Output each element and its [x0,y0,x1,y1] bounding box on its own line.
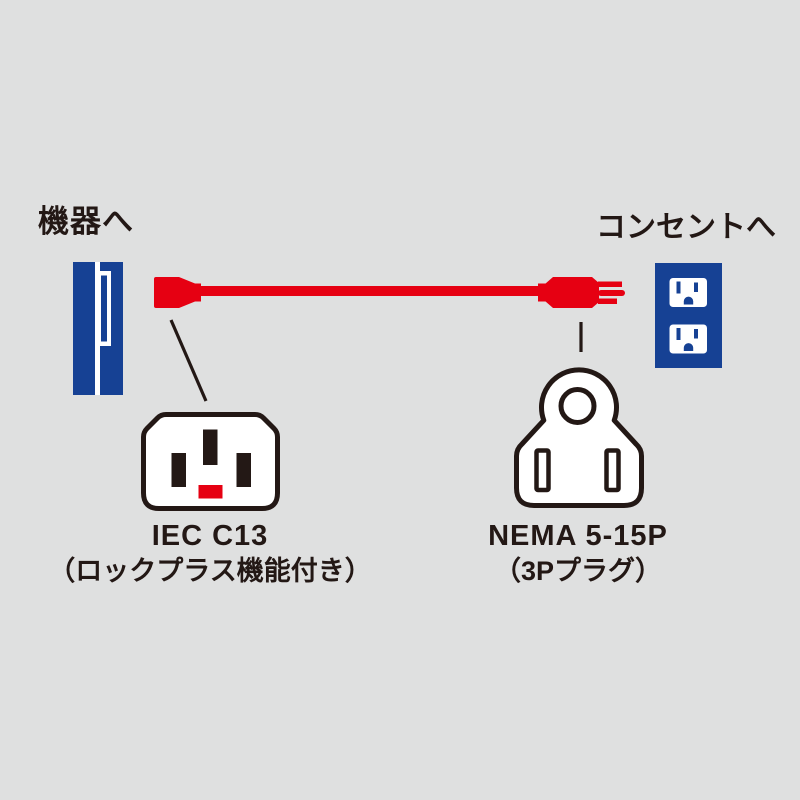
outlet-slot [676,328,681,340]
nema-5-15p-plug-face-icon [514,367,644,508]
nema-blade-left [534,448,551,493]
outlet-slot [676,281,681,294]
nema-blade-right [604,448,621,493]
equipment-inlet-inner [101,275,107,342]
pointer-line-left [169,319,208,402]
cord-plug-collar [538,283,546,302]
outlet-ground-hole [683,296,694,305]
equipment-label: 機器へ [38,204,134,239]
iec-pin-right [236,453,251,487]
red-power-cord-icon [154,277,625,308]
cord-plug-ground-pin [598,290,625,296]
outlet-slot [694,282,698,292]
iec-c13-note: （ロックプラス機能付き） [48,556,372,586]
cord-cable [198,286,544,296]
cord-plug-body [545,277,599,308]
iec-c13-name: IEC C13 [151,520,269,552]
cord-plug-blade-bottom [598,298,617,304]
iec-pin-left [171,453,186,487]
outlet-label: コンセントへ [596,211,776,244]
iec-lock-plus-tab [198,485,223,499]
wall-outlet-icon [655,263,722,368]
outlet-ground-hole [683,343,694,351]
equipment-inlet-panel-icon [73,262,123,395]
cord-iec-connector [154,277,195,308]
iec-c13-connector-face-icon [141,412,280,511]
nema-caption: NEMA 5-15P （3Pプラグ） [428,518,728,588]
nema-ground-pin-hole [558,387,597,425]
outlet-slot [694,329,698,339]
nema-note: （3Pプラグ） [493,556,663,586]
iec-pin-earth [203,429,218,465]
iec-c13-caption: IEC C13 （ロックプラス機能付き） [25,518,395,588]
nema-name: NEMA 5-15P [488,520,668,552]
cord-iec-collar [193,283,201,302]
cord-plug-blade-top [598,281,622,287]
